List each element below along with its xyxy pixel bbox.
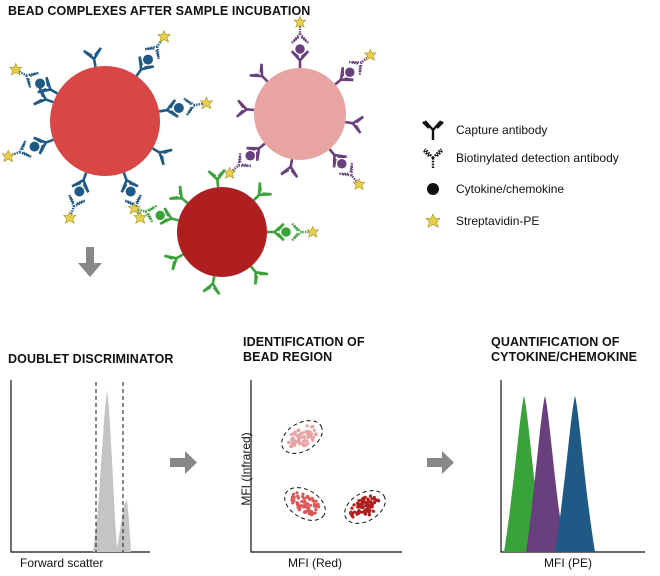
capture-antibody (235, 99, 255, 118)
bead-cluster (284, 487, 326, 521)
bead-region-y-label: MFI (Infrared) (239, 432, 253, 506)
streptavidin-star (9, 63, 23, 76)
legend-detection-antibody: Biotinylated detection antibody (420, 146, 619, 170)
bead-cluster (344, 490, 386, 524)
antibody-complex (267, 222, 319, 242)
doublet-x-label: Forward scatter (20, 556, 104, 570)
quant-title-line1: QUANTIFICATION OF (491, 335, 620, 349)
streptavidin-star (157, 30, 171, 43)
cytokine-dot (143, 54, 154, 65)
red-bead (50, 66, 160, 176)
pink-bead (254, 68, 346, 160)
cytokine-dot (35, 78, 46, 89)
capture-antibody (252, 182, 272, 202)
diagram-title: BEAD COMPLEXES AFTER SAMPLE INCUBATION (8, 4, 311, 18)
doublet-panel-title: DOUBLET DISCRIMINATOR (8, 352, 174, 366)
down-arrow (78, 247, 102, 277)
bead-region-title-line2: BEAD REGION (243, 350, 333, 364)
capture-antibody (280, 159, 299, 179)
legend-label: Biotinylated detection antibody (456, 151, 619, 165)
quant-x-label: MFI (PE) (544, 556, 592, 570)
cytokine-dot (74, 186, 85, 197)
bead-region-x-label: MFI (Red) (288, 556, 342, 570)
capture-antibody (249, 63, 269, 83)
capture-antibody (163, 253, 184, 271)
dark-red-bead (177, 187, 267, 277)
quantification-histogram-panel (500, 380, 645, 553)
cytokine-dot (125, 186, 136, 197)
biotinylated-detection-antibody-icon (422, 148, 444, 168)
streptavidin-star (133, 211, 147, 224)
antibody-complex (1, 136, 54, 162)
streptavidin-pe-icon (425, 213, 441, 228)
cytokine-dot (29, 141, 40, 152)
cytokine-dot (155, 210, 165, 221)
streptavidin-star (306, 226, 319, 238)
capture-antibody (249, 265, 269, 285)
cytokine-dot (245, 151, 255, 161)
cytokine-dot (281, 227, 291, 237)
quant-title-line2: CYTOKINE/CHEMOKINE (491, 350, 638, 364)
gate-ellipse (281, 420, 323, 454)
legend-capture-antibody: Capture antibody (420, 118, 547, 142)
antibody-complex (135, 30, 171, 77)
capture-antibody (169, 185, 189, 205)
legend-cytokine: Cytokine/chemokine (420, 177, 564, 201)
doublet-histogram-panel (10, 380, 150, 553)
histogram-peak (93, 390, 131, 552)
antibody-complex (128, 202, 179, 226)
capture-antibody (202, 276, 221, 296)
bead-complexes-diagram (1, 16, 377, 296)
capture-antibody (151, 147, 173, 166)
antibody-complex (63, 172, 90, 224)
bead-cluster (281, 420, 323, 454)
cytokine-dot (345, 67, 355, 77)
purple-peak (526, 396, 565, 552)
capture-antibody (83, 47, 103, 68)
cytokine-dot (173, 102, 184, 113)
antibody-complex (120, 172, 147, 224)
capture-antibody (345, 115, 365, 134)
streptavidin-star (353, 178, 365, 190)
gate-ellipse (344, 490, 386, 524)
blue-peak (555, 396, 595, 552)
legend-label: Capture antibody (456, 123, 548, 137)
legend-streptavidin: Streptavidin-PE (420, 209, 539, 233)
legend-label: Cytokine/chemokine (456, 182, 565, 196)
antibody-complex (158, 96, 213, 119)
antibody-complex (223, 142, 266, 179)
bead-region-title-line1: IDENTIFICATION OF (243, 335, 365, 349)
streptavidin-star (1, 149, 15, 162)
antibody-complex (290, 16, 310, 68)
right-arrow (427, 451, 454, 474)
streptavidin-star (200, 96, 213, 109)
streptavidin-star (63, 211, 77, 224)
antibody-complex (328, 148, 365, 190)
bead-region-scatter-panel (250, 380, 402, 553)
antibody-complex (9, 63, 59, 95)
capture-antibody-icon (422, 120, 444, 140)
right-arrow (170, 451, 197, 474)
streptavidin-star (294, 16, 306, 28)
capture-antibody (207, 168, 226, 188)
gate-ellipse (284, 487, 326, 521)
streptavidin-star (223, 167, 236, 179)
cytokine-dot (295, 44, 305, 54)
antibody-complex (334, 49, 377, 86)
legend-label: Streptavidin-PE (456, 214, 540, 228)
cytokine-dot-icon (427, 183, 439, 195)
capture-antibody (33, 87, 54, 106)
cytokine-dot (337, 159, 347, 169)
